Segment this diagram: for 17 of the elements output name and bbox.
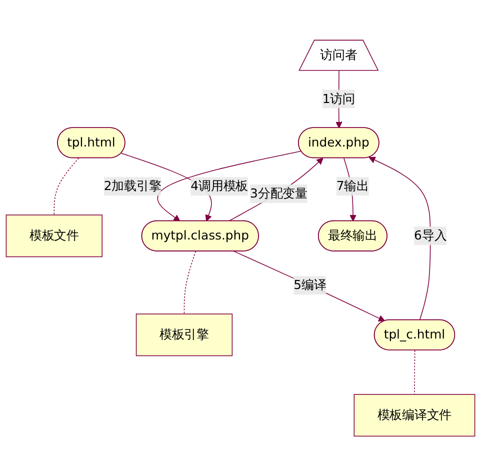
edge-label: 7输出	[336, 178, 369, 194]
edge-label: 5编译	[294, 277, 326, 292]
arrow	[234, 250, 386, 322]
edge-label: 1访问	[322, 91, 355, 106]
arrow	[228, 158, 324, 222]
edge-label: 6导入	[414, 228, 447, 243]
arrow	[157, 150, 302, 222]
node-box: 模板文件	[6, 214, 102, 257]
edge-label: 3分配变量	[250, 186, 308, 201]
node-box: 模板编译文件	[354, 394, 476, 436]
connector	[184, 250, 196, 314]
edge-label: 2加载引擎	[104, 178, 162, 194]
connector	[414, 350, 416, 395]
edge-label: 4调用模板	[190, 178, 248, 194]
node-box: 模板引擎	[136, 313, 233, 356]
arrow	[368, 156, 431, 320]
connector	[54, 158, 80, 216]
